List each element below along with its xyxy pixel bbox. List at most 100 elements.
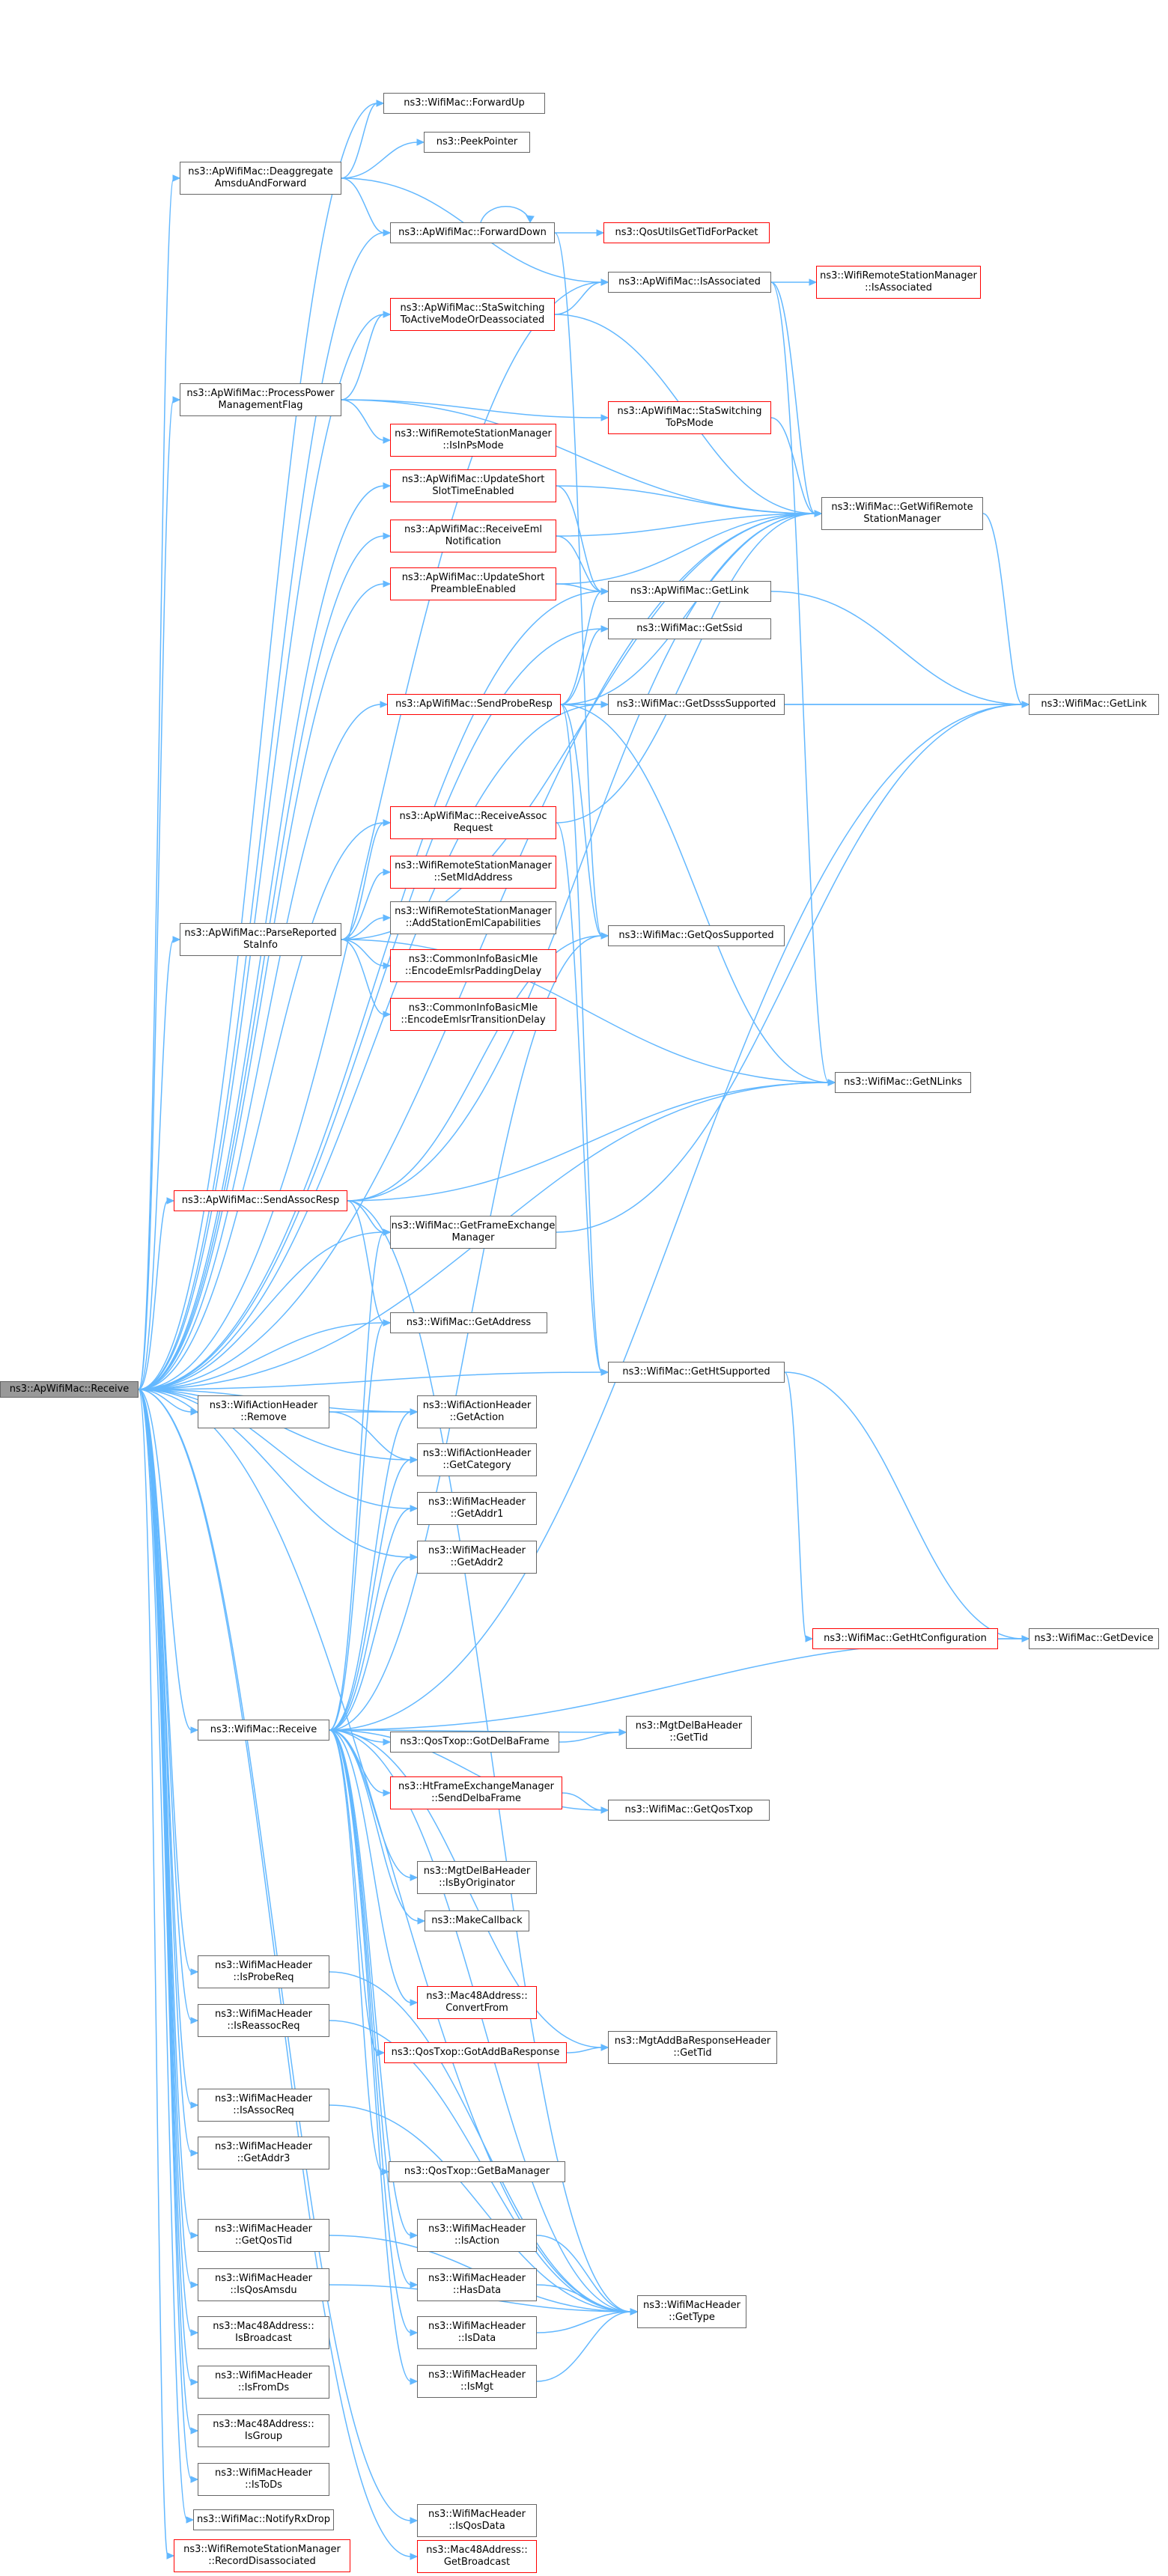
edge-arrowhead bbox=[417, 1917, 426, 1925]
node-makecb[interactable]: ns3::MakeCallback bbox=[425, 1910, 529, 1931]
node-root[interactable]: ns3::ApWifiMac::Receive bbox=[0, 1381, 139, 1398]
node-isgroup[interactable]: ns3::Mac48Address::IsGroup bbox=[198, 2414, 329, 2447]
node-label: ns3::MakeCallback bbox=[431, 1915, 523, 1926]
node-apgetlink[interactable]: ns3::ApWifiMac::GetLink bbox=[608, 581, 771, 602]
node-getssid[interactable]: ns3::WifiMac::GetSsid bbox=[608, 618, 771, 639]
node-isreassoc[interactable]: ns3::WifiMacHeader::IsReassocReq bbox=[198, 2004, 329, 2037]
edge-arrowhead bbox=[383, 1228, 392, 1236]
node-isprobereq[interactable]: ns3::WifiMacHeader::IsProbeReq bbox=[198, 1955, 329, 1988]
edge-root-to-getaddr1 bbox=[138, 1389, 412, 1509]
node-getht[interactable]: ns3::WifiMac::GetHtSupported bbox=[608, 1362, 785, 1383]
edge-arrowhead bbox=[383, 311, 392, 318]
node-encpad[interactable]: ns3::CommonInfoBasicMle::EncodeEmlsrPadd… bbox=[390, 949, 556, 982]
node-getqos[interactable]: ns3::WifiMac::GetQosSupported bbox=[608, 925, 785, 946]
node-isaction[interactable]: ns3::WifiMacHeader::IsAction bbox=[417, 2219, 537, 2252]
node-getqostxop[interactable]: ns3::WifiMac::GetQosTxop bbox=[608, 1800, 770, 1821]
node-getlink[interactable]: ns3::WifiMac::GetLink bbox=[1029, 694, 1159, 715]
node-isassocreq[interactable]: ns3::WifiMacHeader::IsAssocReq bbox=[198, 2089, 329, 2122]
node-label: ns3::WifiMac::GetHtConfiguration bbox=[824, 1633, 987, 1644]
node-label: ::HasData bbox=[452, 2285, 502, 2296]
edge-root-to-getaddr2 bbox=[138, 1389, 412, 1558]
node-gotdelba[interactable]: ns3::QosTxop::GotDelBaFrame bbox=[390, 1732, 559, 1753]
edge-procpm-to-getrsm bbox=[341, 399, 816, 514]
edge-arrowhead bbox=[1021, 1635, 1030, 1642]
node-label: ns3::WifiMac::NotifyRxDrop bbox=[197, 2514, 330, 2525]
node-gettype[interactable]: ns3::WifiMacHeader::GetType bbox=[637, 2295, 746, 2328]
node-getaddr1[interactable]: ns3::WifiMacHeader::GetAddr1 bbox=[417, 1492, 537, 1525]
node-getbcast[interactable]: ns3::Mac48Address::GetBroadcast bbox=[417, 2540, 537, 2573]
node-hasdata[interactable]: ns3::WifiMacHeader::HasData bbox=[417, 2268, 537, 2301]
node-isdata[interactable]: ns3::WifiMacHeader::IsData bbox=[417, 2316, 537, 2349]
node-isbyorig[interactable]: ns3::MgtDelBaHeader::IsByOriginator bbox=[417, 1861, 537, 1894]
node-rsmisassoc[interactable]: ns3::WifiRemoteStationManager::IsAssocia… bbox=[816, 266, 981, 299]
node-gethtconf[interactable]: ns3::WifiMac::GetHtConfiguration bbox=[812, 1628, 998, 1649]
node-ahgetcat[interactable]: ns3::WifiActionHeader::GetCategory bbox=[417, 1443, 537, 1476]
node-getdsss[interactable]: ns3::WifiMac::GetDsssSupported bbox=[608, 694, 785, 715]
node-notifyrx[interactable]: ns3::WifiMac::NotifyRxDrop bbox=[193, 2509, 334, 2530]
edge-arrowhead bbox=[814, 510, 823, 517]
node-isqosdata[interactable]: ns3::WifiMacHeader::IsQosData bbox=[417, 2504, 537, 2537]
node-label: ns3::QosTxop::GotDelBaFrame bbox=[400, 1736, 550, 1747]
node-label: ns3::ApWifiMac::Receive bbox=[9, 1383, 130, 1395]
node-wmreceive[interactable]: ns3::WifiMac::Receive bbox=[198, 1720, 329, 1741]
node-label: ns3::WifiMacHeader bbox=[428, 2321, 526, 2332]
edge-root-to-updpre bbox=[138, 583, 385, 1390]
node-istods[interactable]: ns3::WifiMacHeader::IsToDs bbox=[198, 2463, 329, 2496]
edge-root-to-sendprobe bbox=[138, 704, 382, 1390]
node-ahgetaction[interactable]: ns3::WifiActionHeader::GetAction bbox=[417, 1395, 537, 1428]
node-getqostid[interactable]: ns3::WifiMacHeader::GetQosTid bbox=[198, 2219, 329, 2252]
node-label: ::IsData bbox=[457, 2333, 496, 2344]
node-label: ::GetAddr2 bbox=[450, 1557, 504, 1568]
node-getdevice[interactable]: ns3::WifiMac::GetDevice bbox=[1029, 1628, 1159, 1649]
node-isqosamsdu[interactable]: ns3::WifiMacHeader::IsQosAmsdu bbox=[198, 2268, 329, 2301]
edge-arrowhead bbox=[600, 278, 609, 286]
edge-arrowhead bbox=[600, 932, 609, 940]
node-getnlinks[interactable]: ns3::WifiMac::GetNLinks bbox=[835, 1072, 971, 1093]
node-gotaddba[interactable]: ns3::QosTxop::GotAddBaResponse bbox=[384, 2042, 567, 2063]
node-ismgt[interactable]: ns3::WifiMacHeader::IsMgt bbox=[417, 2365, 537, 2398]
node-isinps[interactable]: ns3::WifiRemoteStationManager::IsInPsMod… bbox=[390, 424, 556, 457]
node-convfrom[interactable]: ns3::Mac48Address::ConvertFrom bbox=[417, 1986, 537, 2019]
node-isbcast[interactable]: ns3::Mac48Address::IsBroadcast bbox=[198, 2316, 329, 2349]
node-addeml[interactable]: ns3::WifiRemoteStationManager::AddStatio… bbox=[390, 901, 556, 934]
node-sendprobe[interactable]: ns3::ApWifiMac::SendProbeResp bbox=[387, 694, 561, 715]
node-setmld[interactable]: ns3::WifiRemoteStationManager::SetMldAdd… bbox=[390, 856, 556, 889]
node-label: ns3::WifiMac::GetQosSupported bbox=[618, 930, 774, 941]
edge-isprobereq-to-gettype bbox=[329, 1971, 632, 2312]
node-getaddr2[interactable]: ns3::WifiMacHeader::GetAddr2 bbox=[417, 1541, 537, 1574]
node-getaddr[interactable]: ns3::WifiMac::GetAddress bbox=[390, 1312, 547, 1333]
node-fwddown[interactable]: ns3::ApWifiMac::ForwardDown bbox=[390, 222, 555, 243]
node-enctrans[interactable]: ns3::CommonInfoBasicMle::EncodeEmlsrTran… bbox=[390, 998, 556, 1031]
node-label: ::GetTid bbox=[673, 2047, 712, 2059]
node-fwdup[interactable]: ns3::WifiMac::ForwardUp bbox=[383, 93, 545, 114]
node-qosutils[interactable]: ns3::QosUtilsGetTidForPacket bbox=[603, 222, 770, 243]
edge-arrowhead bbox=[410, 2378, 419, 2385]
node-addbatid[interactable]: ns3::MgtAddBaResponseHeader::GetTid bbox=[608, 2031, 777, 2064]
node-isfromds[interactable]: ns3::WifiMacHeader::IsFromDs bbox=[198, 2366, 329, 2399]
edge-staswdis-to-isassoc bbox=[554, 281, 603, 315]
node-peek[interactable]: ns3::PeekPointer bbox=[424, 132, 530, 153]
node-recdisassoc[interactable]: ns3::WifiRemoteStationManager::RecordDis… bbox=[174, 2539, 350, 2572]
node-sendassoc[interactable]: ns3::ApWifiMac::SendAssocResp bbox=[174, 1190, 347, 1211]
node-label: SlotTimeEnabled bbox=[432, 486, 514, 497]
node-getbaman[interactable]: ns3::QosTxop::GetBaManager bbox=[389, 2161, 565, 2182]
node-getaddr3[interactable]: ns3::WifiMacHeader::GetAddr3 bbox=[198, 2137, 329, 2169]
node-label: ::RecordDisassociated bbox=[208, 2556, 316, 2567]
node-ahremove[interactable]: ns3::WifiActionHeader::Remove bbox=[198, 1395, 329, 1428]
edge-procpm-to-stasw bbox=[341, 399, 603, 418]
node-isassoc[interactable]: ns3::ApWifiMac::IsAssociated bbox=[608, 272, 771, 293]
node-delbatid[interactable]: ns3::MgtDelBaHeader::GetTid bbox=[626, 1716, 752, 1749]
node-senddelba[interactable]: ns3::HtFrameExchangeManager::SendDelbaFr… bbox=[390, 1776, 562, 1809]
